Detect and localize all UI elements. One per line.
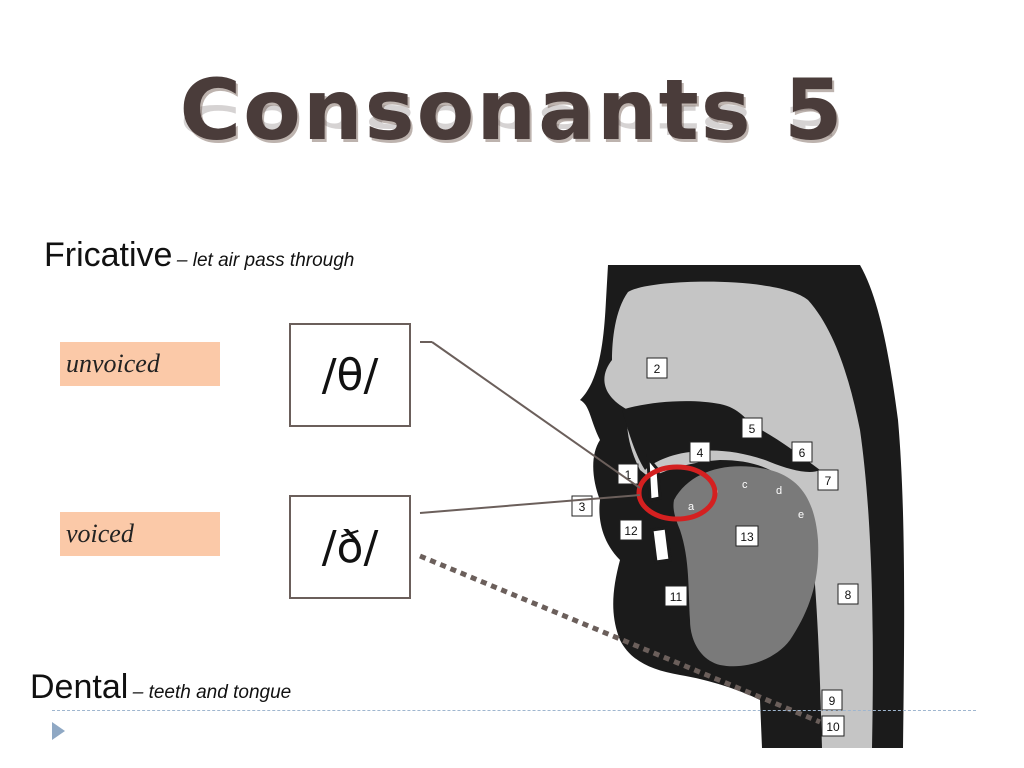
region-number-box	[664, 585, 688, 607]
dental-definition: – teeth and tongue	[132, 682, 292, 703]
tongue-letter: a	[688, 501, 695, 513]
region-number: 10	[826, 720, 840, 734]
region-number-box	[689, 441, 711, 463]
fricative-definition: – let air pass through	[176, 250, 355, 271]
tongue-mass	[673, 466, 819, 667]
region-number-box	[791, 441, 813, 463]
region-number-box	[619, 519, 643, 541]
region-number: 2	[654, 362, 661, 376]
symbol-eth-box: /ð/	[289, 495, 411, 599]
highlight-circle	[636, 464, 718, 522]
lips-and-teeth	[646, 453, 672, 564]
tongue-letter: e	[798, 509, 804, 521]
region-number-box	[837, 583, 859, 605]
slide-title: Consonants 5	[179, 61, 845, 159]
region-number: 1	[625, 468, 632, 482]
slide-title-block: Consonants 5 Consonants 5	[0, 62, 1024, 192]
dental-heading: Dental – teeth and tongue	[30, 668, 291, 707]
region-number: 13	[740, 530, 754, 544]
region-number-box	[817, 469, 839, 491]
region-number: 9	[829, 694, 836, 708]
region-number: 5	[749, 422, 756, 436]
footer-divider	[52, 710, 976, 711]
voiced-label: voiced	[60, 512, 220, 556]
region-number-box	[821, 715, 845, 737]
region-number: 8	[845, 588, 852, 602]
fricative-term: Fricative	[44, 236, 173, 274]
tongue-letter: d	[776, 485, 782, 497]
nasal-oral-cavity	[604, 281, 873, 748]
region-number: 4	[697, 446, 704, 460]
unvoiced-label: unvoiced	[60, 342, 220, 386]
pointer-line-voiced	[419, 494, 641, 514]
region-number: 6	[799, 446, 806, 460]
region-number: 11	[670, 590, 683, 604]
symbol-theta-box: /θ/	[289, 323, 411, 427]
tongue-letter: c	[742, 479, 748, 491]
region-number: 3	[579, 500, 586, 514]
region-number-box	[617, 463, 639, 485]
region-number-box	[735, 525, 759, 547]
fricative-heading: Fricative – let air pass through	[44, 236, 354, 275]
dental-term: Dental	[30, 668, 129, 706]
footer-triangle-icon	[52, 722, 65, 740]
pointer-line-unvoiced	[431, 341, 641, 489]
region-number-box	[741, 417, 763, 439]
region-number: 12	[624, 524, 638, 538]
region-number: 7	[825, 474, 832, 488]
region-number-box	[646, 357, 668, 379]
